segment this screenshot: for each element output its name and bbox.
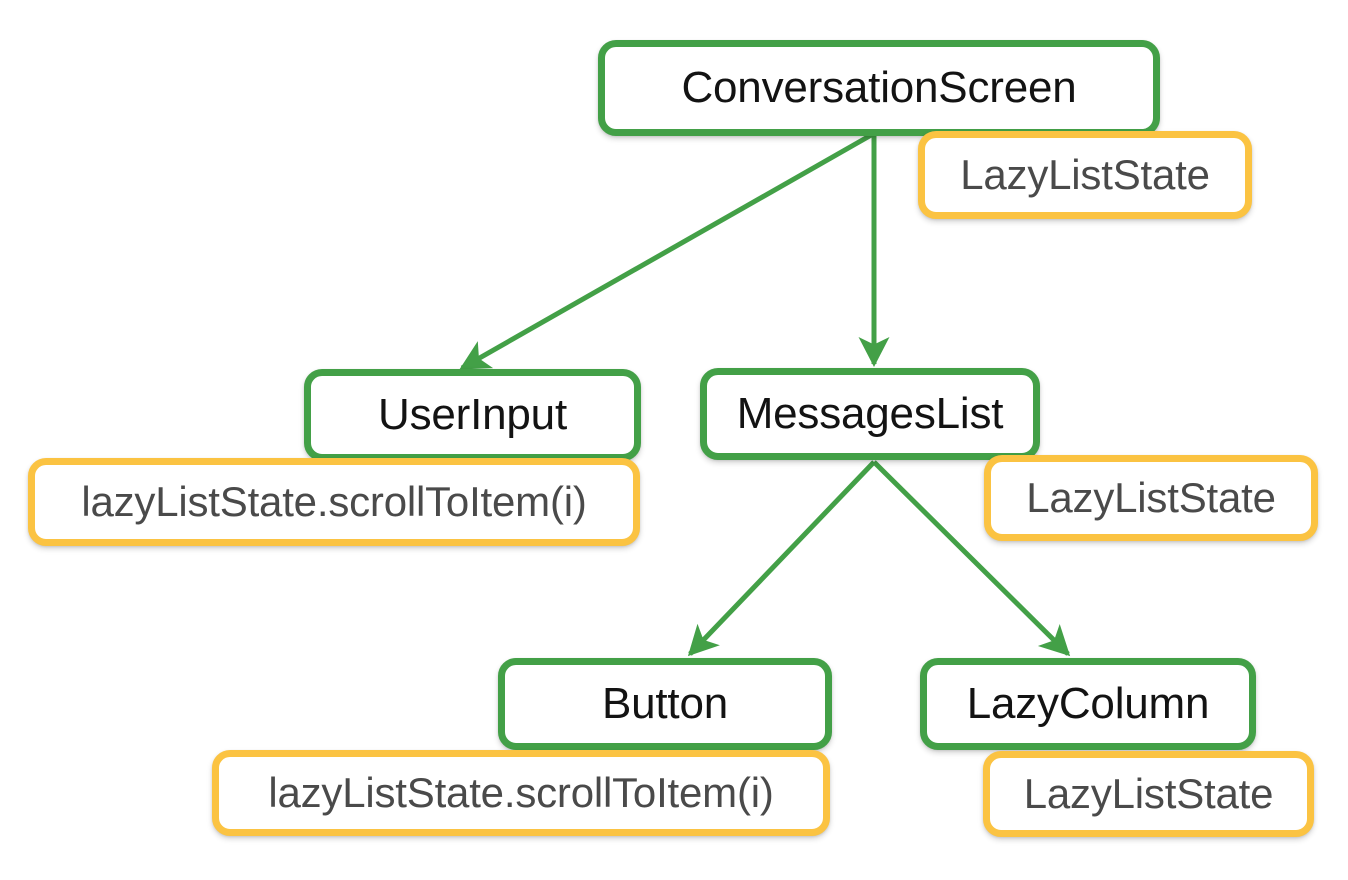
node-lazy-column[interactable]: LazyColumn bbox=[920, 658, 1256, 750]
node-lazyliststate-conversationscreen[interactable]: LazyListState bbox=[918, 131, 1252, 219]
node-label: ConversationScreen bbox=[681, 63, 1077, 112]
node-label: LazyListState bbox=[1026, 474, 1276, 521]
node-label: LazyListState bbox=[960, 151, 1210, 198]
node-messages-list[interactable]: MessagesList bbox=[700, 368, 1040, 460]
edge-messageslist-to-button bbox=[687, 460, 876, 657]
node-label: MessagesList bbox=[736, 389, 1004, 438]
node-label: UserInput bbox=[378, 390, 567, 439]
edge-conversationscreen-to-userinput bbox=[459, 131, 875, 371]
node-scrolltoitem-button[interactable]: lazyListState.scrollToItem(i) bbox=[212, 750, 830, 836]
node-label: Button bbox=[601, 679, 728, 728]
node-label: LazyColumn bbox=[966, 679, 1210, 728]
node-scrolltoitem-userinput[interactable]: lazyListState.scrollToItem(i) bbox=[28, 458, 640, 546]
node-label: lazyListState.scrollToItem(i) bbox=[268, 769, 774, 816]
node-label: lazyListState.scrollToItem(i) bbox=[81, 478, 587, 525]
node-lazyliststate-messageslist[interactable]: LazyListState bbox=[984, 455, 1318, 541]
node-user-input[interactable]: UserInput bbox=[304, 369, 641, 461]
node-conversation-screen[interactable]: ConversationScreen bbox=[598, 40, 1160, 136]
node-lazyliststate-lazycolumn[interactable]: LazyListState bbox=[983, 751, 1314, 837]
node-button[interactable]: Button bbox=[498, 658, 832, 750]
node-label: LazyListState bbox=[1023, 770, 1274, 817]
